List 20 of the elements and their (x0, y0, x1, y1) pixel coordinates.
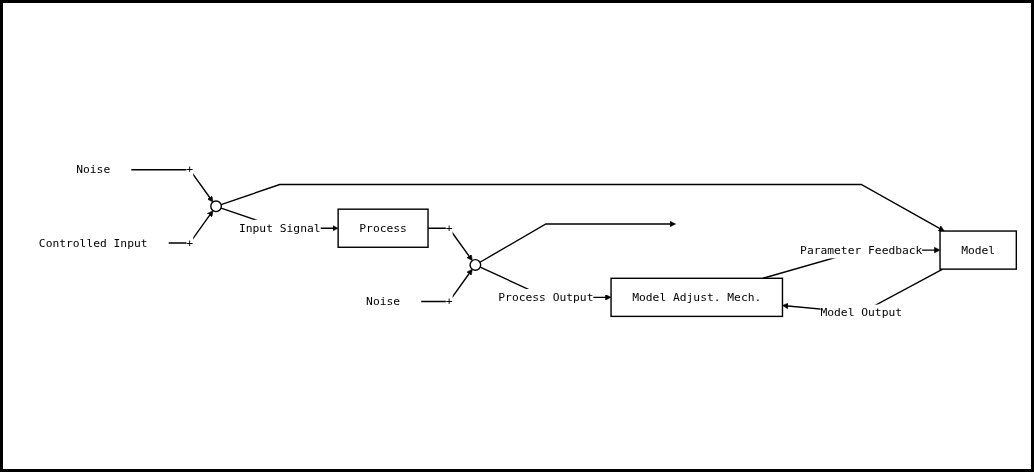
edge-label: + (186, 162, 194, 177)
node-text: Noise (366, 294, 401, 308)
edge-label: + (445, 221, 453, 235)
edge-label: + (445, 294, 453, 308)
edge-label: Process Output (498, 290, 594, 304)
arrow (479, 220, 676, 263)
node-box: Process (337, 208, 429, 248)
arrow (130, 169, 214, 203)
node-text: Noise (76, 162, 111, 177)
edge-label: Input Signal (238, 221, 321, 235)
edge-label: + (186, 236, 194, 250)
node-box: Model Adjust. Mech. (610, 277, 784, 318)
node-circle (469, 258, 482, 271)
node-circle (210, 200, 223, 213)
edge-label: Model Output (820, 305, 903, 320)
edge-label: Parameter Feedback (800, 243, 923, 257)
arrow (168, 210, 214, 244)
arrow (420, 268, 473, 303)
node-text: Controlled Input (38, 236, 148, 250)
node-box: Model (939, 230, 1018, 270)
